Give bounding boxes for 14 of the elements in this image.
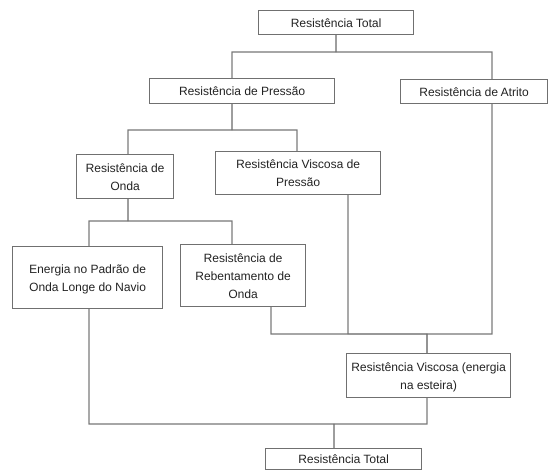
text-box: Energia no Padrão de Onda Longe do Navio [12,246,163,309]
connector-line [426,104,493,353]
text-box: Resistência de Pressão [149,78,335,104]
text-box: Resistência de Onda [76,154,174,199]
text-box: Resistência de Rebentamento de Onda [180,244,306,307]
text-box: Resistência Total [265,448,422,470]
connector-line [333,398,428,448]
connector-line [335,35,493,79]
connector-line [231,104,298,151]
text-box: Resistência Viscosa de Pressão [215,151,381,195]
connector-line [127,199,233,244]
text-box: Resistência Viscosa (energia na esteira) [346,353,511,398]
text-box: Resistência de Atrito [400,79,548,104]
text-box: Resistência Total [258,10,414,35]
